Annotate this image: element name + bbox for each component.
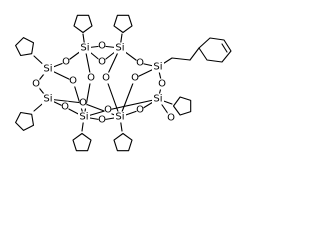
label-bg-o10 [61,101,69,113]
oxygen-label-o1: O [98,41,106,52]
silicon-label-si1: Si [80,43,89,54]
oxygen-label-o10: O [61,102,69,113]
label-bg-si7 [78,111,90,123]
oxygen-label-o5: O [87,73,95,84]
label-bg-o16 [62,56,70,68]
label-bg-o12 [104,104,112,116]
label-bg-si6 [152,93,164,105]
bond-19 [72,80,85,118]
silicon-label-si2: Si [115,43,124,54]
label-bg-si2 [114,42,126,54]
oxygen-label-o12: O [104,105,112,116]
oxygen-label-o15: O [167,113,175,124]
cyclopentyl-ring-1 [73,14,93,34]
ring-double-bond [221,43,228,53]
oxygen-label-o4: O [69,76,77,87]
oxygen-label-o8: O [136,58,144,69]
oxygen-label-o7: O [131,73,139,84]
label-bg-o15 [167,112,175,124]
silicon-label-si5: Si [43,94,52,105]
bond-23 [82,102,121,118]
silicon-label-si3: Si [153,62,162,73]
label-bg-si1 [79,42,91,54]
oxygen-label-o13: O [98,115,106,126]
cyclopentyl-ring-3 [15,37,35,57]
label-bg-si8 [114,111,126,123]
label-bg-si4 [42,63,54,75]
label-bg-o1 [98,40,106,52]
bond-7 [83,77,92,118]
substituent-rings [15,14,232,152]
label-bg-si3 [152,61,164,73]
silicon-label-si6: Si [153,94,162,105]
bond-15 [119,77,136,118]
label-bg-o5 [87,72,95,84]
cyclohexenyl-ring [198,37,232,63]
cyclopentyl-ring-4 [15,111,35,131]
silicon-label-si7: Si [79,112,88,123]
cyclopentyl-ring-2 [113,14,133,34]
oxygen-label-o6: O [102,73,110,84]
label-bg-o14 [136,104,144,116]
oxygen-label-o16: O [62,57,70,68]
label-bg-o9 [158,78,166,90]
cyclopentyl-ring-7 [172,96,192,116]
bond-30 [107,98,159,111]
silicon-label-si4: Si [43,64,52,75]
label-bg-si5 [42,93,54,105]
oxygen-label-o14: O [136,105,144,116]
oxygen-label-o3: O [32,79,40,90]
label-bg-o3 [32,78,40,90]
label-bg-o11 [79,97,87,109]
oxygen-label-o11: O [79,98,87,109]
label-bg-o8 [136,57,144,69]
label-bg-o2 [98,56,106,68]
cyclopentyl-ring-5 [72,132,92,152]
label-bg-o13 [98,114,106,126]
label-bg-o7 [131,72,139,84]
cyclopentyl-ring-6 [113,132,133,152]
bond-11 [105,77,121,118]
oxygen-label-o9: O [158,79,166,90]
label-bg-o4 [69,75,77,87]
silicon-label-si8: Si [115,112,124,123]
ring-stub [189,47,200,61]
oxygen-label-o2: O [98,57,106,68]
label-bg-o6 [102,72,110,84]
